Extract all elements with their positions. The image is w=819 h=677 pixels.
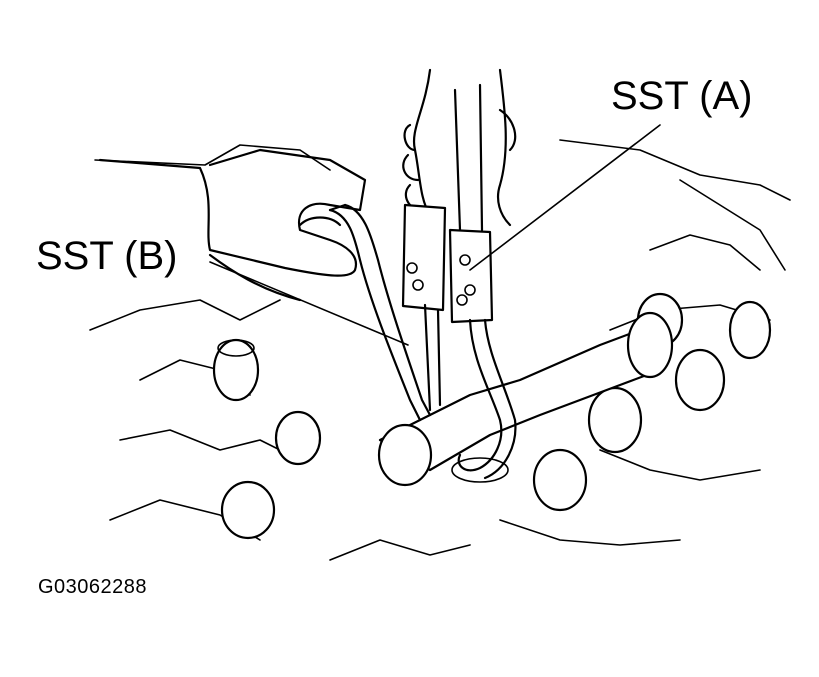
camshaft — [377, 311, 674, 487]
figure-id: G03062288 — [38, 576, 148, 598]
sst-b-tool — [328, 203, 447, 422]
leader-line-sst-a — [469, 124, 661, 271]
leader-lines — [209, 124, 661, 346]
upper-hand — [402, 68, 517, 227]
engine-background — [89, 139, 791, 561]
valve-springs — [212, 292, 772, 540]
left-hand — [98, 148, 367, 302]
leader-line-sst-b — [209, 261, 409, 346]
label-sst-b: SST (B) — [36, 234, 178, 278]
sst-a-tool — [448, 83, 517, 480]
label-sst-a: SST (A) — [611, 74, 753, 118]
